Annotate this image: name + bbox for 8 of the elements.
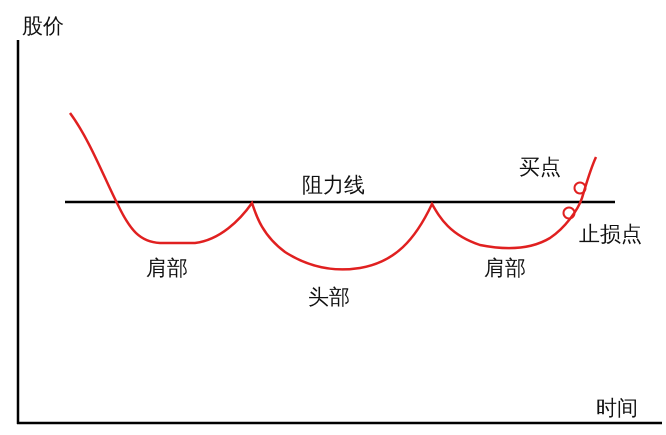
chart-label: 肩部: [146, 258, 188, 279]
chart-label: 买点: [519, 157, 561, 178]
chart-label: 头部: [308, 287, 350, 308]
axis-label: 股价: [22, 16, 64, 37]
chart-label: 止损点: [579, 224, 642, 245]
axis-label: 时间: [596, 398, 638, 419]
chart-label: 肩部: [484, 258, 526, 279]
chart-label: 阻力线: [302, 175, 365, 196]
